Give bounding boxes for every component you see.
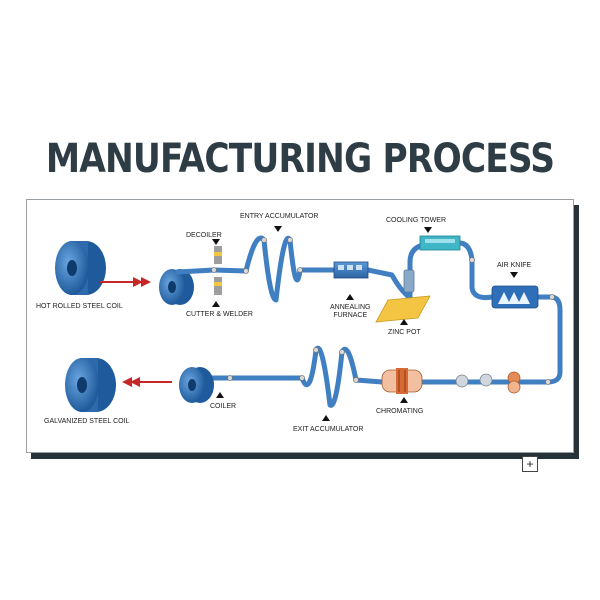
- finishing-rolls-icon: [455, 371, 521, 394]
- coiler-coil-icon: [179, 367, 214, 403]
- annealing-furnace-icon: [333, 261, 369, 279]
- label-decoiler: DECOILER: [186, 232, 222, 239]
- process-diagram: [26, 199, 574, 453]
- label-cooling-tower: COOLING TOWER: [386, 217, 447, 224]
- cooling-tower-icon: [419, 235, 461, 251]
- label-exit-accumulator: EXIT ACCUMULATOR: [293, 426, 364, 433]
- label-chromating: CHROMATING: [376, 408, 424, 415]
- label-entry-accumulator: ENTRY ACCUMULATOR: [240, 213, 319, 220]
- galvanized-coil-icon: [65, 358, 116, 412]
- label-coiler: COILER: [210, 403, 237, 410]
- label-hot-rolled-steel-coil: HOT ROLLED STEEL COIL: [36, 303, 123, 310]
- page-title: MANUFACTURING PROCESS: [45, 136, 555, 182]
- label-cutter-welder: CUTTER & WELDER: [186, 311, 253, 318]
- label-annealing-furnace: ANNEALING FURNACE: [330, 304, 370, 320]
- expand-button[interactable]: +: [522, 456, 538, 472]
- zinc-pot-icon: [375, 269, 431, 323]
- steel-strip-lower: [203, 345, 551, 408]
- decoiler-coil-icon: [159, 269, 194, 305]
- decoiler-unit-icon: [214, 246, 222, 295]
- label-pointers: [212, 226, 518, 421]
- chromating-unit-icon: [381, 368, 423, 394]
- hot-rolled-coil-icon: [55, 241, 106, 295]
- label-furnace: FURNACE: [333, 312, 368, 319]
- label-annealing: ANNEALING: [330, 304, 371, 311]
- label-galvanized-steel-coil: GALVANIZED STEEL COIL: [44, 418, 130, 425]
- air-knife-icon: [491, 285, 539, 309]
- label-air-knife: AIR KNIFE: [497, 262, 532, 269]
- output-arrow-icon: [122, 377, 172, 387]
- input-arrow-icon: [100, 277, 151, 287]
- label-zinc-pot: ZINC POT: [388, 329, 421, 336]
